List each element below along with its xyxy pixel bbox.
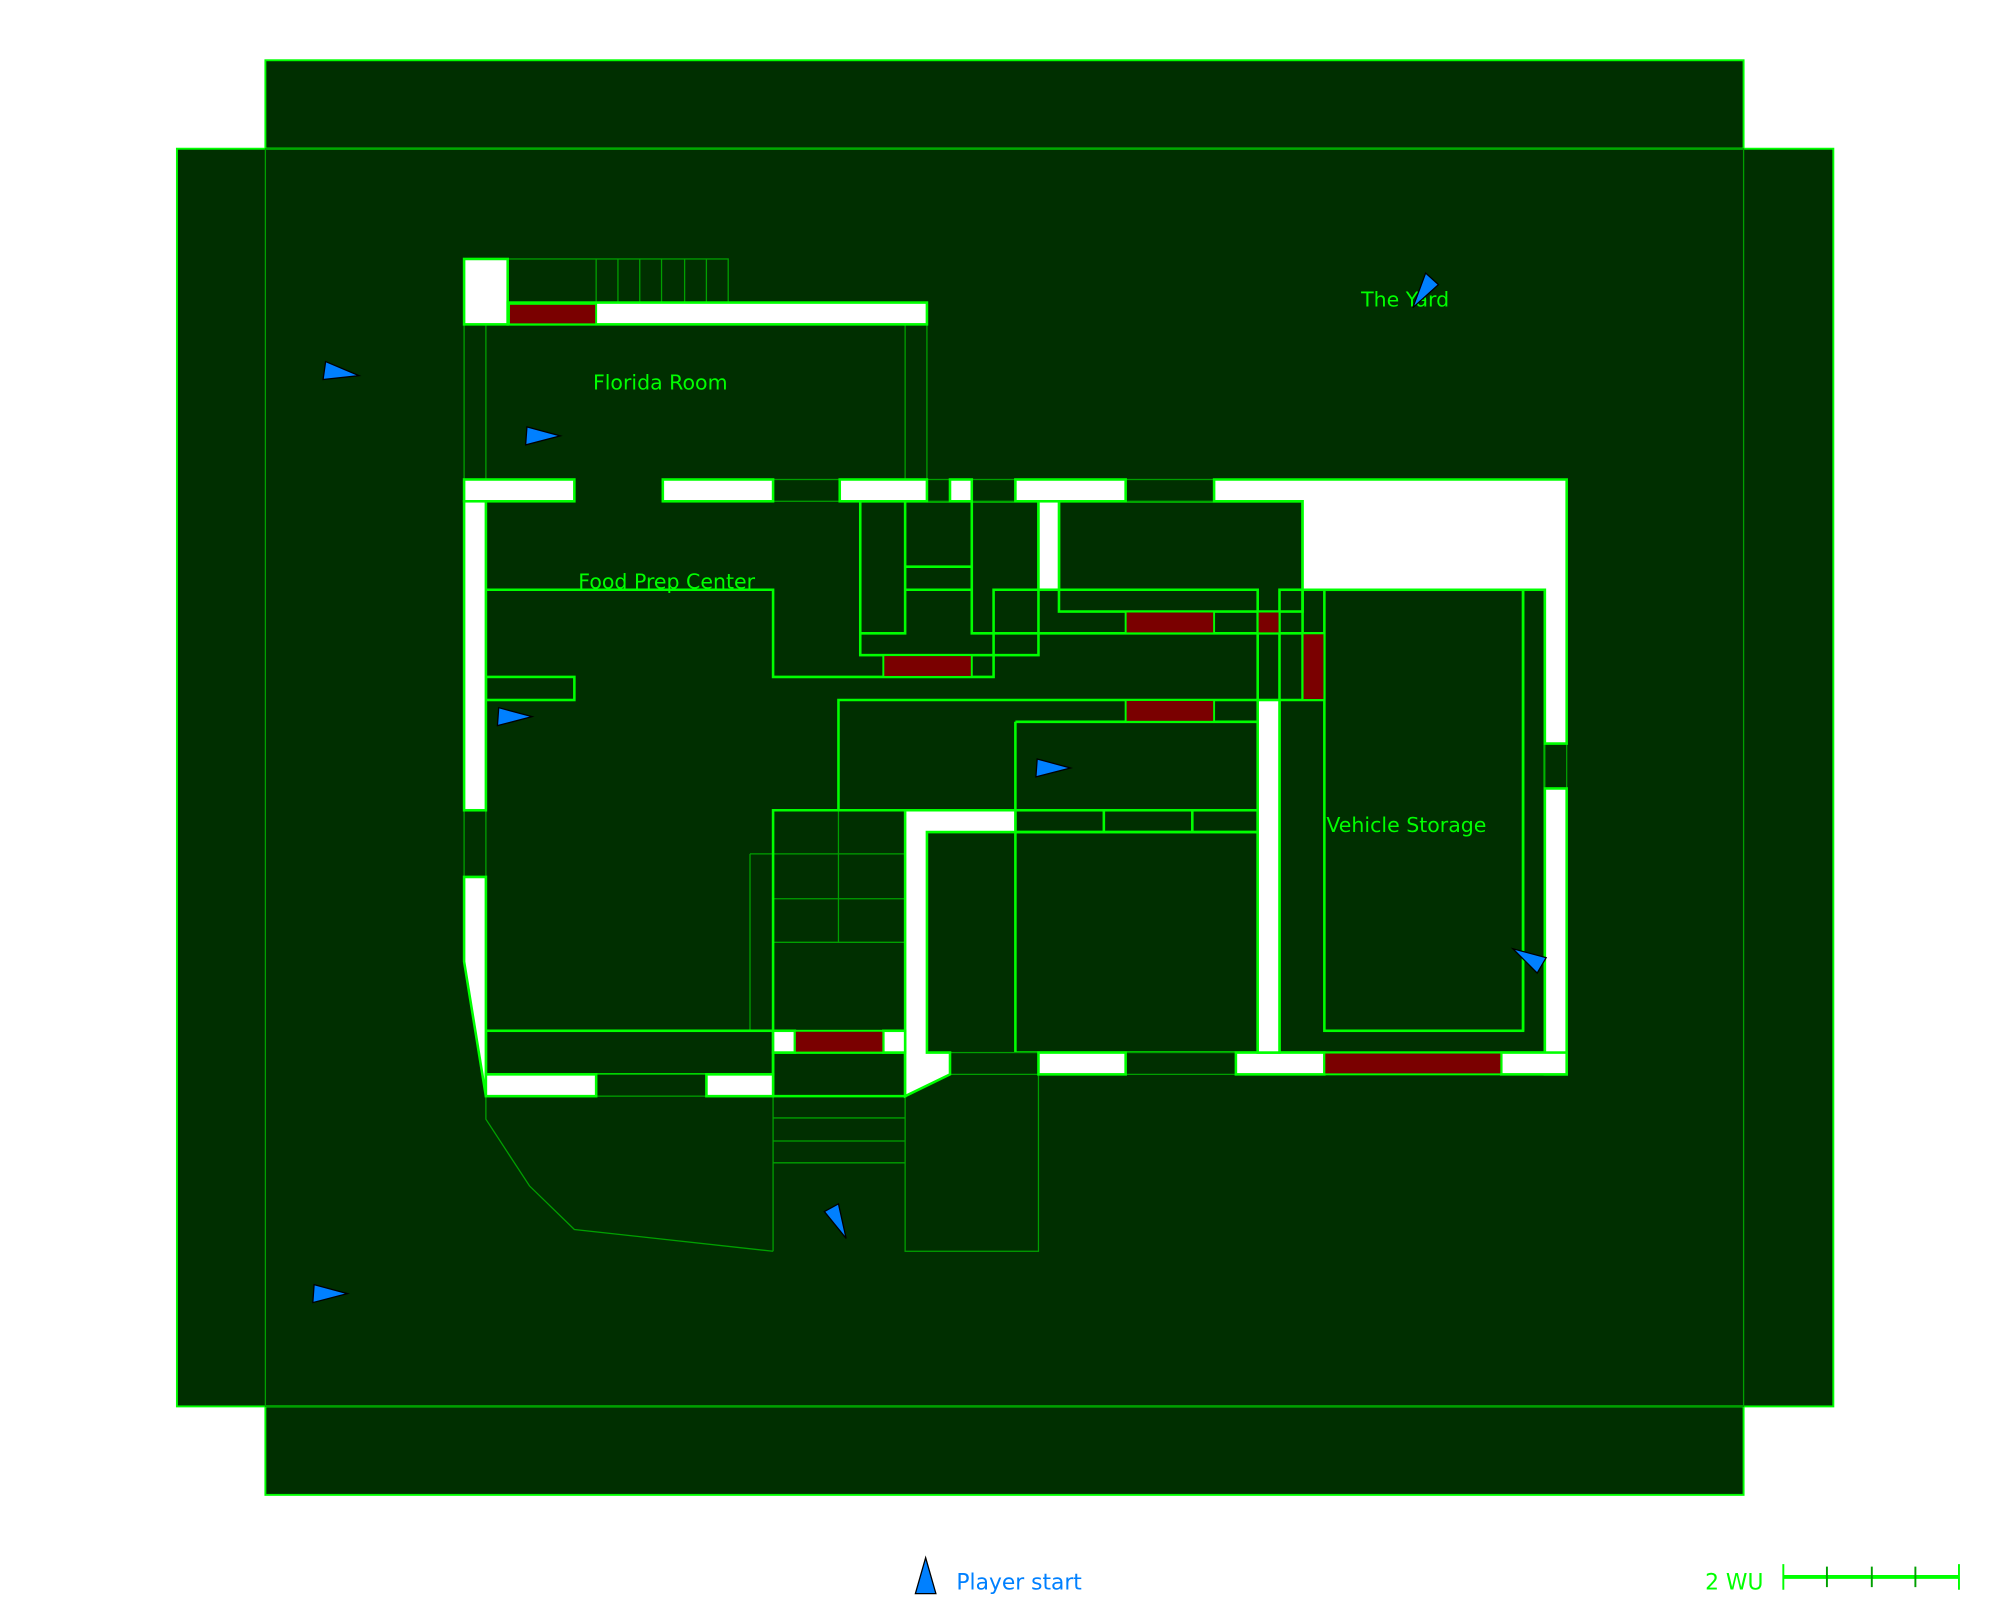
player-start-marker — [322, 360, 362, 381]
windows — [508, 302, 1503, 1076]
player-start-legend-icon — [914, 1555, 937, 1595]
player-start-marker — [1035, 758, 1074, 778]
legend: Player start — [914, 1555, 1082, 1596]
scale-bar: 2 WU — [1705, 1564, 1960, 1596]
room-label-the-yard: The Yard — [1360, 287, 1449, 311]
walls — [462, 257, 1568, 1099]
legend-player-start-label: Player start — [956, 1571, 1082, 1596]
ground-area — [175, 59, 1835, 1496]
scale-label: 2 WU — [1705, 1571, 1763, 1596]
room-label-vehicle-storage: Vehicle Storage — [1326, 813, 1486, 837]
player-start-marker — [823, 1202, 847, 1239]
player-start-marker — [524, 426, 563, 446]
player-start-marker — [496, 706, 535, 727]
room-label-food-prep-center: Food Prep Center — [578, 569, 755, 593]
room-label-florida-room: Florida Room — [593, 371, 728, 395]
player-start-marker — [1412, 271, 1440, 309]
player-start-marker — [312, 1283, 350, 1304]
player-start-marker — [1510, 947, 1548, 975]
player-start-markers — [312, 271, 1548, 1304]
